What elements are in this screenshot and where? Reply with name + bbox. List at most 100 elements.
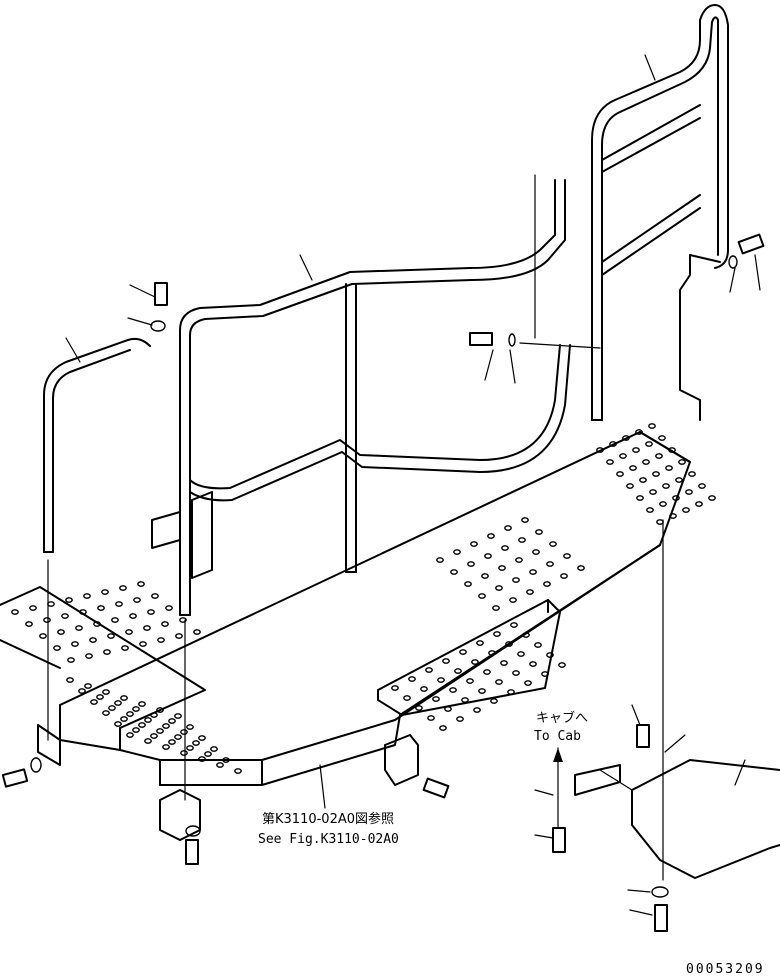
perforation-hole bbox=[132, 727, 140, 733]
perforation-hole bbox=[512, 577, 520, 583]
perforation-hole bbox=[526, 589, 534, 595]
bolt-cab-left bbox=[552, 827, 566, 853]
perforation-hole bbox=[93, 621, 101, 627]
perforation-hole bbox=[427, 715, 435, 721]
perforation-hole bbox=[698, 483, 706, 489]
perforation-hole bbox=[119, 585, 127, 591]
perforation-hole bbox=[648, 423, 656, 429]
perforation-hole bbox=[662, 483, 670, 489]
perforation-hole bbox=[432, 696, 440, 702]
perforation-hole bbox=[144, 738, 152, 744]
left-landing-plate bbox=[0, 586, 206, 729]
perforation-hole bbox=[535, 529, 543, 535]
perforation-hole bbox=[495, 585, 503, 591]
perforation-hole bbox=[488, 650, 496, 656]
perforation-hole bbox=[635, 429, 643, 435]
perforation-hole bbox=[151, 593, 159, 599]
perforation-hole bbox=[675, 477, 683, 483]
perforation-hole bbox=[471, 659, 479, 665]
perforation-hole bbox=[90, 699, 98, 705]
perforation-hole bbox=[532, 549, 540, 555]
bolt-center-top bbox=[150, 282, 168, 332]
perforation-hole bbox=[665, 465, 673, 471]
perforation-hole bbox=[672, 495, 680, 501]
perforation-hole bbox=[529, 569, 537, 575]
perforation-hole bbox=[198, 756, 206, 762]
perforation-hole bbox=[71, 641, 79, 647]
perforation-hole bbox=[143, 625, 151, 631]
perforation-hole bbox=[65, 597, 73, 603]
perforation-hole bbox=[563, 553, 571, 559]
perforation-hole bbox=[656, 519, 664, 525]
perforation-hole bbox=[408, 676, 416, 682]
perforation-hole bbox=[478, 688, 486, 694]
perforation-hole bbox=[467, 561, 475, 567]
perforation-hole bbox=[509, 597, 517, 603]
perforation-hole bbox=[114, 700, 122, 706]
to-cab-label-en: To Cab bbox=[534, 729, 581, 744]
perforation-hole bbox=[619, 453, 627, 459]
perforation-hole bbox=[500, 660, 508, 666]
perforation-hole bbox=[165, 605, 173, 611]
perforation-hole bbox=[157, 637, 165, 643]
perforation-hole bbox=[79, 609, 87, 615]
perforation-hole bbox=[505, 641, 513, 647]
leader-lines bbox=[47, 54, 761, 916]
perforation-hole bbox=[147, 609, 155, 615]
perforation-hole bbox=[596, 447, 604, 453]
perforation-hole bbox=[186, 724, 194, 730]
perforation-hole bbox=[133, 597, 141, 603]
perforation-hole bbox=[649, 489, 657, 495]
perforation-hole bbox=[139, 641, 147, 647]
perforation-hole bbox=[156, 728, 164, 734]
right-tall-handrail bbox=[591, 4, 729, 421]
perforation-hole bbox=[678, 459, 686, 465]
perforation-hole bbox=[108, 705, 116, 711]
perforation-hole bbox=[450, 569, 458, 575]
perforation-hole bbox=[492, 605, 500, 611]
perforation-hole bbox=[192, 740, 200, 746]
perforation-hole bbox=[85, 653, 93, 659]
perforation-hole bbox=[162, 744, 170, 750]
perforation-hole bbox=[543, 581, 551, 587]
perforation-hole bbox=[156, 707, 164, 713]
perforation-hole bbox=[534, 642, 542, 648]
to-cab-label-jp: キャブへ bbox=[536, 710, 588, 726]
perforation-hole bbox=[186, 745, 194, 751]
perforation-hole bbox=[558, 662, 566, 668]
perforation-hole bbox=[490, 698, 498, 704]
rear-mount-plate bbox=[679, 254, 721, 421]
perforation-hole bbox=[204, 751, 212, 757]
perforation-hole bbox=[234, 768, 242, 774]
perforation-hole bbox=[436, 557, 444, 563]
perforation-hole bbox=[138, 701, 146, 707]
perforation-hole bbox=[459, 649, 467, 655]
perforation-hole bbox=[481, 573, 489, 579]
perforation-hole bbox=[437, 677, 445, 683]
perforation-hole bbox=[137, 581, 145, 587]
perforation-hole bbox=[629, 465, 637, 471]
perforation-hole bbox=[53, 645, 61, 651]
see-fig-label-jp: 第K3110-02A0図参照 bbox=[262, 811, 394, 827]
step-platform bbox=[59, 431, 691, 786]
perforation-hole bbox=[102, 710, 110, 716]
perforation-hole bbox=[39, 633, 47, 639]
perforation-hole bbox=[198, 735, 206, 741]
perforation-hole bbox=[391, 685, 399, 691]
perforation-hole bbox=[29, 605, 37, 611]
perforation-hole bbox=[222, 757, 230, 763]
perforation-hole bbox=[442, 658, 450, 664]
bolt-bottom-left bbox=[185, 825, 201, 865]
perforation-hole bbox=[174, 713, 182, 719]
perforation-hole bbox=[642, 459, 650, 465]
left-short-handrail bbox=[43, 337, 151, 553]
perforation-hole bbox=[688, 471, 696, 477]
perforation-hole bbox=[216, 762, 224, 768]
perforation-hole bbox=[646, 507, 654, 513]
perforation-hole bbox=[175, 633, 183, 639]
perforation-hole bbox=[125, 629, 133, 635]
perforation-hole bbox=[685, 489, 693, 495]
perforation-hole bbox=[101, 589, 109, 595]
perforation-hole bbox=[210, 746, 218, 752]
perforation-hole bbox=[484, 553, 492, 559]
